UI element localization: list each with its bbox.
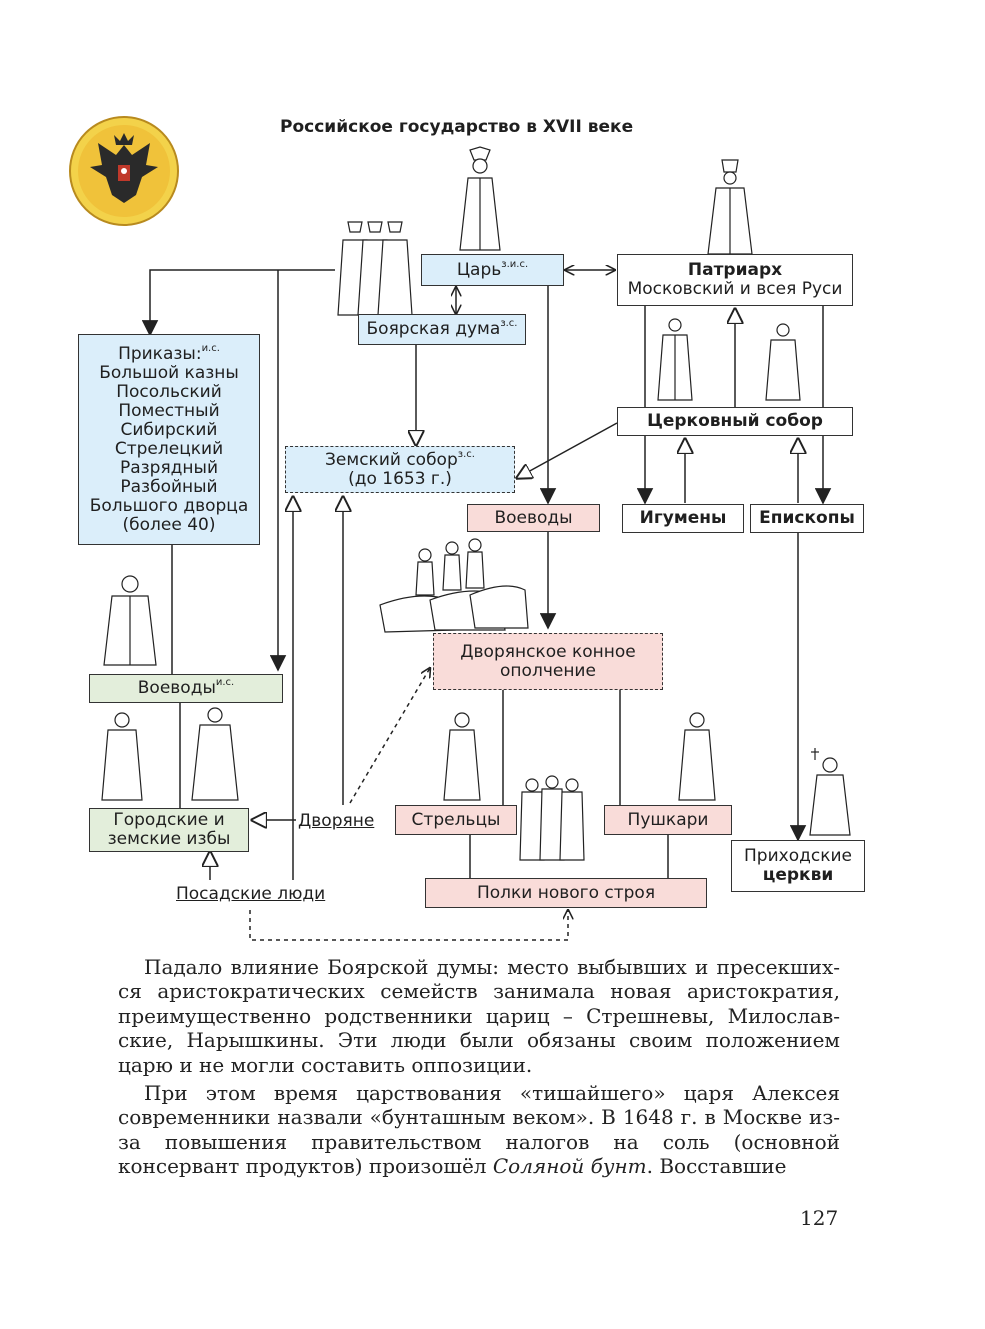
zemsky-sobor-note: (до 1653 г.) (348, 468, 452, 489)
prikaz-item: Сибирский (120, 419, 218, 440)
peasant-figure (191, 707, 239, 801)
prikazy-label: Приказы: (118, 343, 202, 364)
posadskie-label: Посадские люди (176, 884, 326, 904)
izby-line2: земские избы (107, 829, 231, 849)
prikazy-note: (более 40) (122, 514, 216, 535)
soldiers-figure (519, 775, 585, 861)
diagram-connectors (101, 146, 851, 941)
paragraph: Падало влияние Боярской думы: место выбы… (118, 955, 840, 1077)
bishop-figure (657, 318, 693, 401)
tsar-figure (459, 146, 501, 251)
izby-box: Городские и земские избы (89, 808, 249, 852)
patriarch-subtitle: Московский и всея Руси (627, 279, 843, 299)
new-regiments-box: Полки нового строя (425, 878, 707, 908)
prikaz-item: Стрелецкий (114, 438, 224, 459)
diagram-title: Российское государство в XVII веке (280, 117, 634, 137)
prikazy-sup: и.с. (201, 342, 220, 354)
zemsky-sobor-box: Земский соборз.с. (до 1653 г.) (285, 446, 515, 493)
prikaz-item: Поместный (118, 400, 220, 421)
episkopy-label: Епископы (759, 508, 855, 528)
voevody-local-box: Воеводыи.с. (89, 674, 283, 703)
prikaz-item: Посольский (116, 381, 222, 402)
episkopy-box: Епископы (750, 504, 864, 533)
cavalry-line2: ополчение (500, 660, 596, 681)
paragraph-text: При этом время царствования «тишайшего» … (118, 1081, 840, 1179)
prikaz-item: Разбойный (120, 476, 218, 497)
tsar-box: Царьз.и.с. (421, 254, 564, 286)
parish-box: Приходские церкви (731, 840, 865, 892)
igumeny-label: Игумены (639, 508, 727, 528)
new-regiments-label: Полки нового строя (476, 882, 656, 903)
voevody-local-sup: и.с. (215, 677, 235, 688)
double-headed-eagle-icon (69, 116, 179, 226)
church-council-label: Церковный собор (647, 411, 823, 431)
prikazy-box: Приказы:и.с. Большой казны Посольский По… (78, 334, 260, 545)
pushkari-box: Пушкари (604, 805, 732, 835)
patriarch-title: Патриарх (687, 260, 783, 280)
italic-term: Соляной бунт (492, 1154, 647, 1179)
voevody-top-label: Воеводы (494, 507, 573, 528)
page-number: 127 (800, 1206, 839, 1230)
boyars-figure (337, 221, 413, 316)
dvoryane-label: Дворяне (298, 811, 375, 831)
cavalry-figure (379, 538, 529, 633)
igumeny-box: Игумены (622, 504, 744, 533)
tsar-sup: з.и.с. (501, 258, 529, 270)
prikaz-item: Разрядный (119, 457, 219, 478)
parish-line2: церкви (762, 865, 834, 885)
voevody-local-label: Воеводы (137, 678, 216, 698)
zemsky-sobor-sup: з.с. (457, 448, 475, 460)
streltsy-label: Стрельцы (411, 809, 501, 830)
pushkar-figure (678, 712, 716, 801)
strelets-figure (443, 712, 481, 801)
priest-figure (809, 748, 851, 836)
voevody-top-box: Воеводы (467, 504, 600, 532)
boyar-duma-label: Боярская дума (366, 319, 501, 339)
pushkari-label: Пушкари (627, 809, 709, 830)
prikaz-item: Большого дворца (89, 495, 249, 516)
tsar-label: Царь (456, 259, 502, 280)
parish-line1: Приходские (744, 846, 852, 866)
zemsky-sobor-label: Земский собор (325, 449, 458, 470)
monk-figure (765, 323, 801, 401)
izby-line1: Городские и (113, 810, 225, 830)
patriarch-figure (707, 159, 753, 255)
church-council-box: Церковный собор (617, 407, 853, 436)
cavalry-line1: Дворянское конное (460, 641, 636, 662)
paragraph-text: . Восставшие (646, 1154, 787, 1179)
voevoda-figure (103, 575, 157, 666)
prikaz-item: Большой казны (99, 362, 239, 383)
paragraph: При этом время царствования «тишайшего» … (118, 1081, 840, 1179)
boyar-duma-sup: з.с. (500, 318, 518, 329)
body-text: Падало влияние Боярской думы: место выбы… (118, 955, 840, 1183)
streltsy-box: Стрельцы (395, 805, 517, 835)
patriarch-box: Патриарх Московский и всея Руси (617, 254, 853, 306)
cavalry-box: Дворянское конное ополчение (433, 633, 663, 690)
townsman-figure (101, 712, 143, 801)
boyar-duma-box: Боярская думаз.с. (358, 314, 526, 345)
